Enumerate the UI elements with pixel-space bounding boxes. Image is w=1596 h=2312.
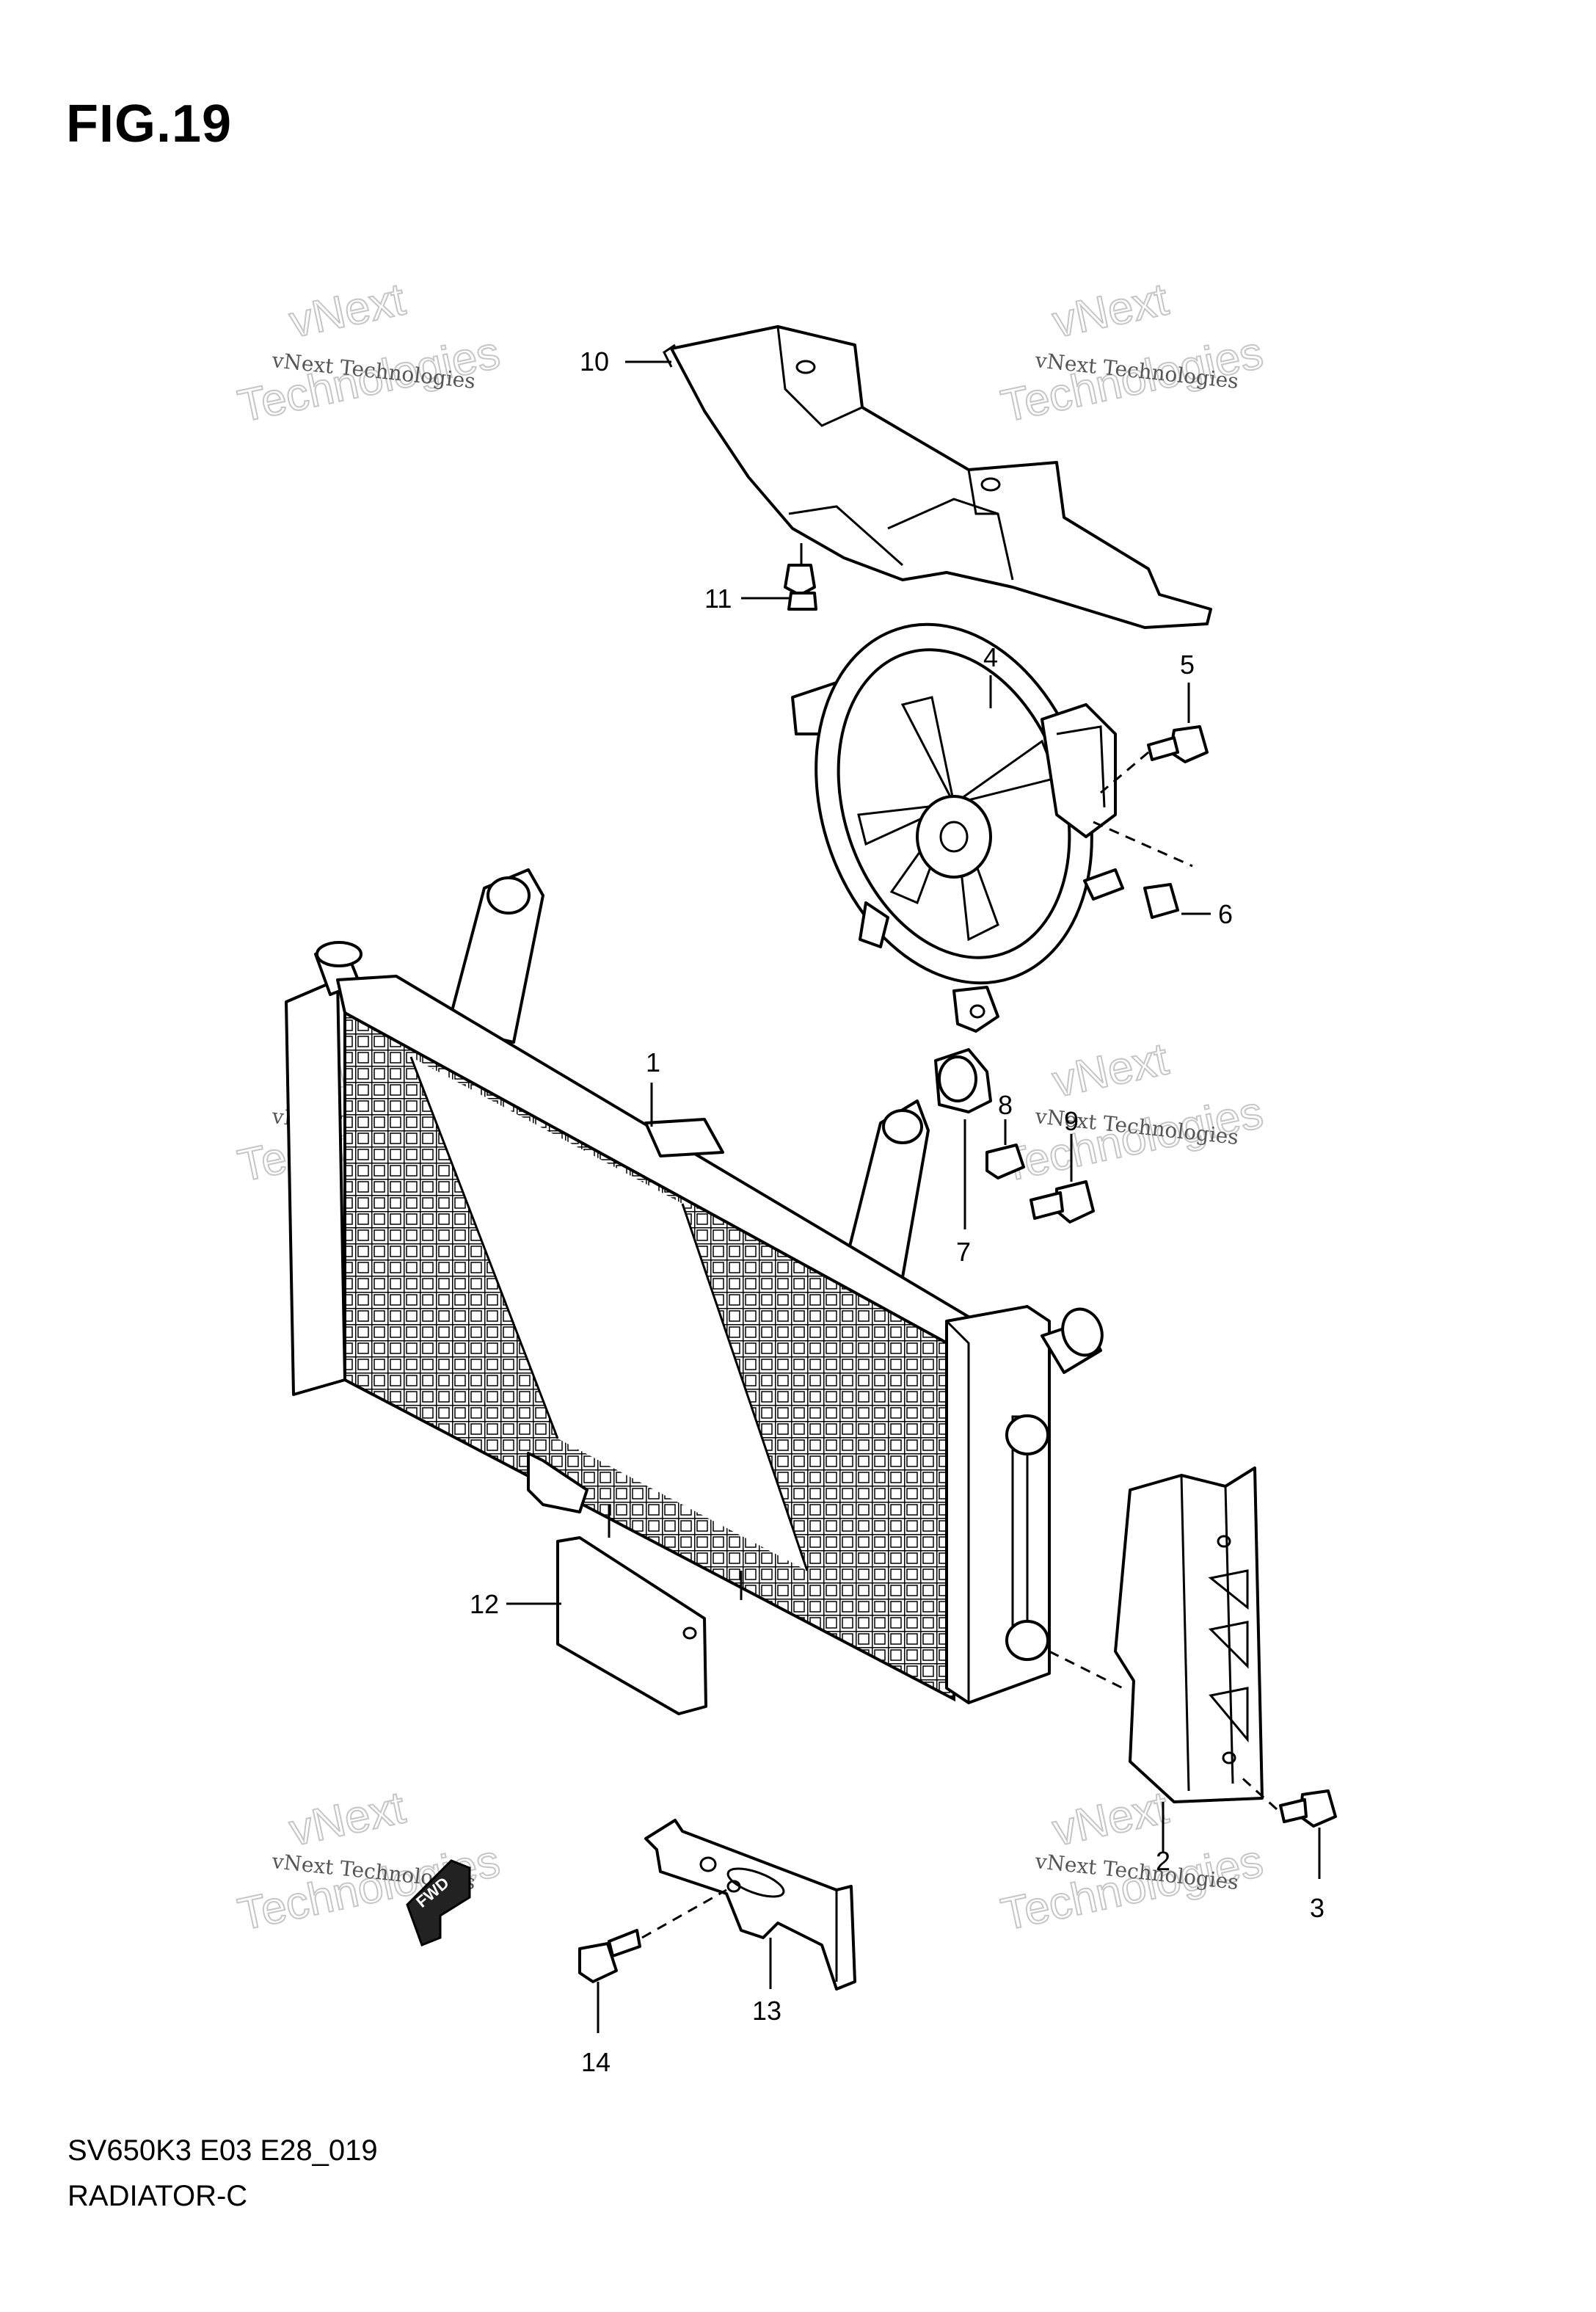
figure-code: SV650K3 E03 E28_019 xyxy=(68,2134,378,2167)
callout-6: 6 xyxy=(1218,899,1233,929)
watermark-bottom-right: vNext Technologies vNext Technologies xyxy=(996,1781,1268,1941)
part-5-bolt xyxy=(1100,683,1209,794)
part-11-clip xyxy=(784,543,817,611)
callout-9: 9 xyxy=(1064,1106,1079,1136)
figure-title: FIG.19 xyxy=(66,95,233,153)
callout-2: 2 xyxy=(1156,1846,1170,1876)
callout-12: 12 xyxy=(470,1589,499,1619)
callout-4: 4 xyxy=(983,642,998,672)
part-6-nut xyxy=(1093,821,1211,919)
part-2-side-cover xyxy=(1049,1466,1264,1853)
callout-10: 10 xyxy=(580,346,609,377)
watermark-bottom-left: vNext Technologies vNext Technologies xyxy=(233,1781,505,1941)
watermark-mid-right: vNext Technologies vNext Technologies xyxy=(996,1033,1268,1192)
part-14-bolt xyxy=(578,1889,727,2033)
part-4-fan xyxy=(791,622,1124,1033)
callout-13: 13 xyxy=(752,1996,781,2026)
watermark-brand: vNext xyxy=(1049,1033,1173,1107)
callout-5: 5 xyxy=(1180,650,1195,680)
part-10-cover xyxy=(663,325,1212,629)
watermark-brand: vNext xyxy=(1049,274,1173,347)
watermark-brand: vNext xyxy=(1049,1782,1173,1855)
callout-7: 7 xyxy=(956,1237,971,1267)
watermark-brand: vNext xyxy=(285,274,409,347)
watermark-top-left: vNext Technologies vNext Technologies xyxy=(233,273,505,432)
watermark-top-right: vNext Technologies vNext Technologies xyxy=(996,273,1268,432)
part-12-plate xyxy=(506,1536,707,1715)
part-1-radiator xyxy=(285,868,1104,1704)
callout-1: 1 xyxy=(646,1047,660,1077)
part-3-bolt xyxy=(1239,1775,1337,1879)
figure-name: RADIATOR-C xyxy=(68,2180,248,2212)
callout-8: 8 xyxy=(998,1090,1013,1120)
part-13-bracket xyxy=(644,1819,856,1991)
callout-3: 3 xyxy=(1310,1893,1324,1923)
part-7-grommet xyxy=(934,1048,992,1229)
watermark-brand: vNext xyxy=(285,1782,409,1855)
callout-14: 14 xyxy=(581,2047,611,2077)
part-8-collar xyxy=(985,1119,1025,1179)
part-9-bolt xyxy=(1030,1134,1095,1224)
callout-11: 11 xyxy=(704,584,732,614)
